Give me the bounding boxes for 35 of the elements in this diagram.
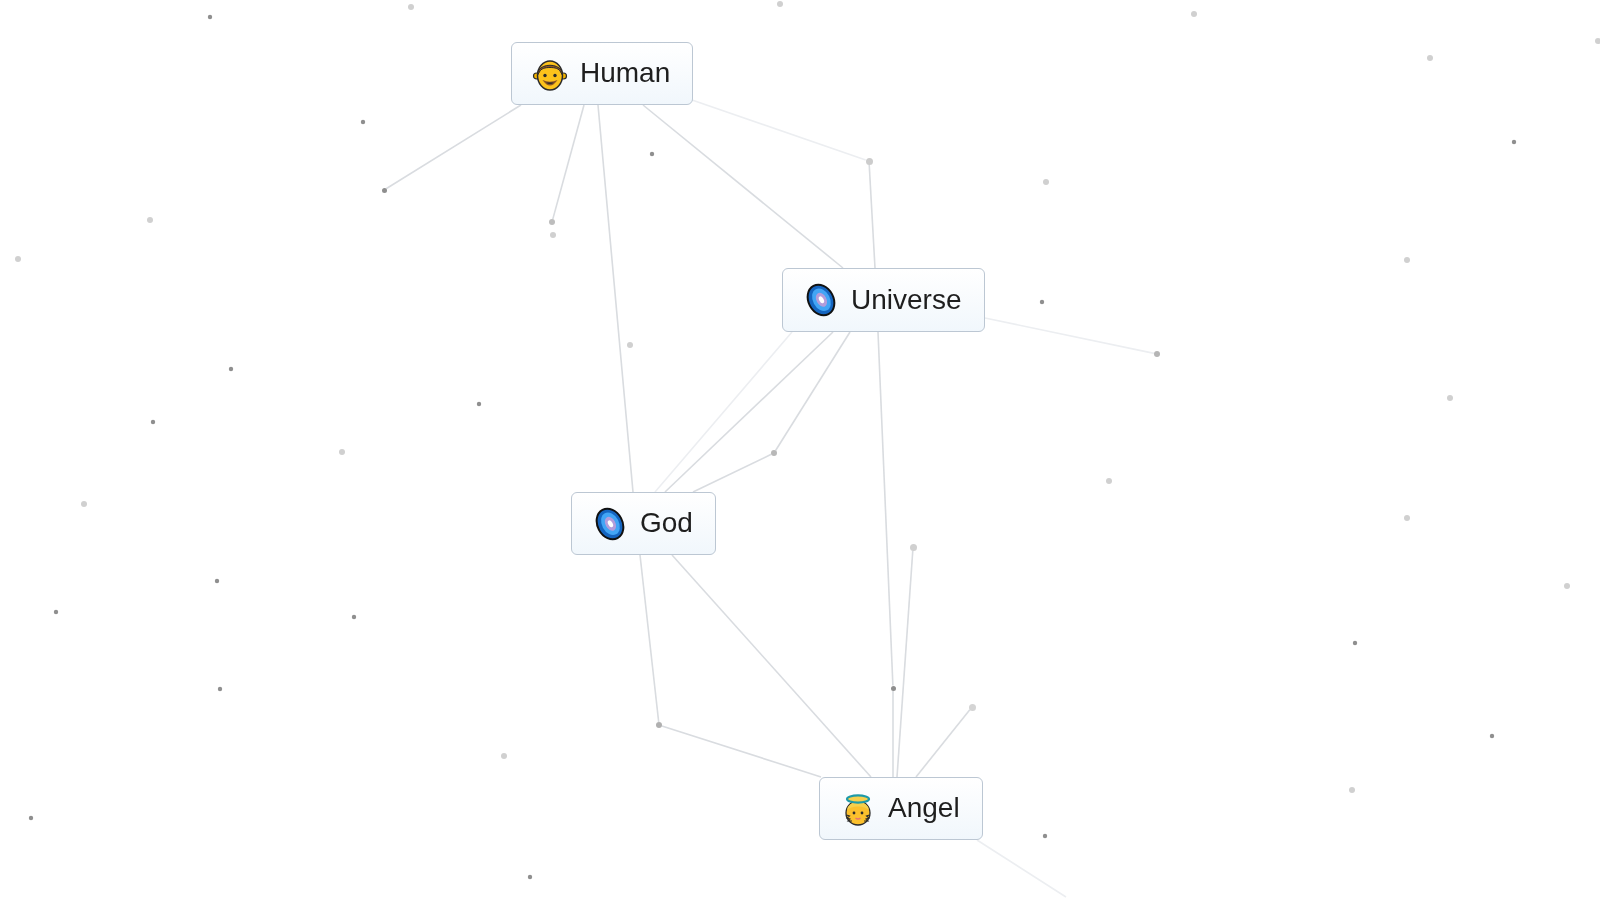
connector-line xyxy=(671,554,872,778)
node-dot xyxy=(909,543,917,551)
item-label: Angel xyxy=(888,793,960,824)
connector-line xyxy=(642,104,844,269)
connector-line xyxy=(664,331,834,493)
connector-line xyxy=(692,453,773,493)
item-label: Human xyxy=(580,58,671,89)
connector-line xyxy=(691,99,867,161)
node-dot xyxy=(549,219,555,225)
item-card xyxy=(511,42,694,105)
connector-line xyxy=(877,331,894,687)
node-dot xyxy=(890,685,896,691)
connector-line xyxy=(385,104,522,190)
item-card xyxy=(782,268,985,332)
node-dot xyxy=(381,187,387,193)
connector-line xyxy=(552,104,585,220)
node-dot xyxy=(968,703,976,711)
connector-line xyxy=(896,549,914,778)
item-card xyxy=(571,492,716,555)
connector-line xyxy=(654,331,793,493)
item-card xyxy=(819,777,983,840)
node-dot xyxy=(865,157,873,165)
node-dot xyxy=(771,450,777,456)
connector-line xyxy=(774,331,851,452)
connector-line xyxy=(868,163,876,269)
connector-line xyxy=(915,708,971,778)
node-dot xyxy=(656,722,662,728)
node-dot xyxy=(1154,351,1160,357)
item-label: God xyxy=(640,508,693,539)
connector-line xyxy=(976,839,1067,898)
connector-line xyxy=(984,317,1155,355)
connector-line xyxy=(597,104,634,493)
connector-line xyxy=(639,554,660,723)
item-label: Universe xyxy=(851,284,962,316)
connector-line xyxy=(661,725,822,778)
